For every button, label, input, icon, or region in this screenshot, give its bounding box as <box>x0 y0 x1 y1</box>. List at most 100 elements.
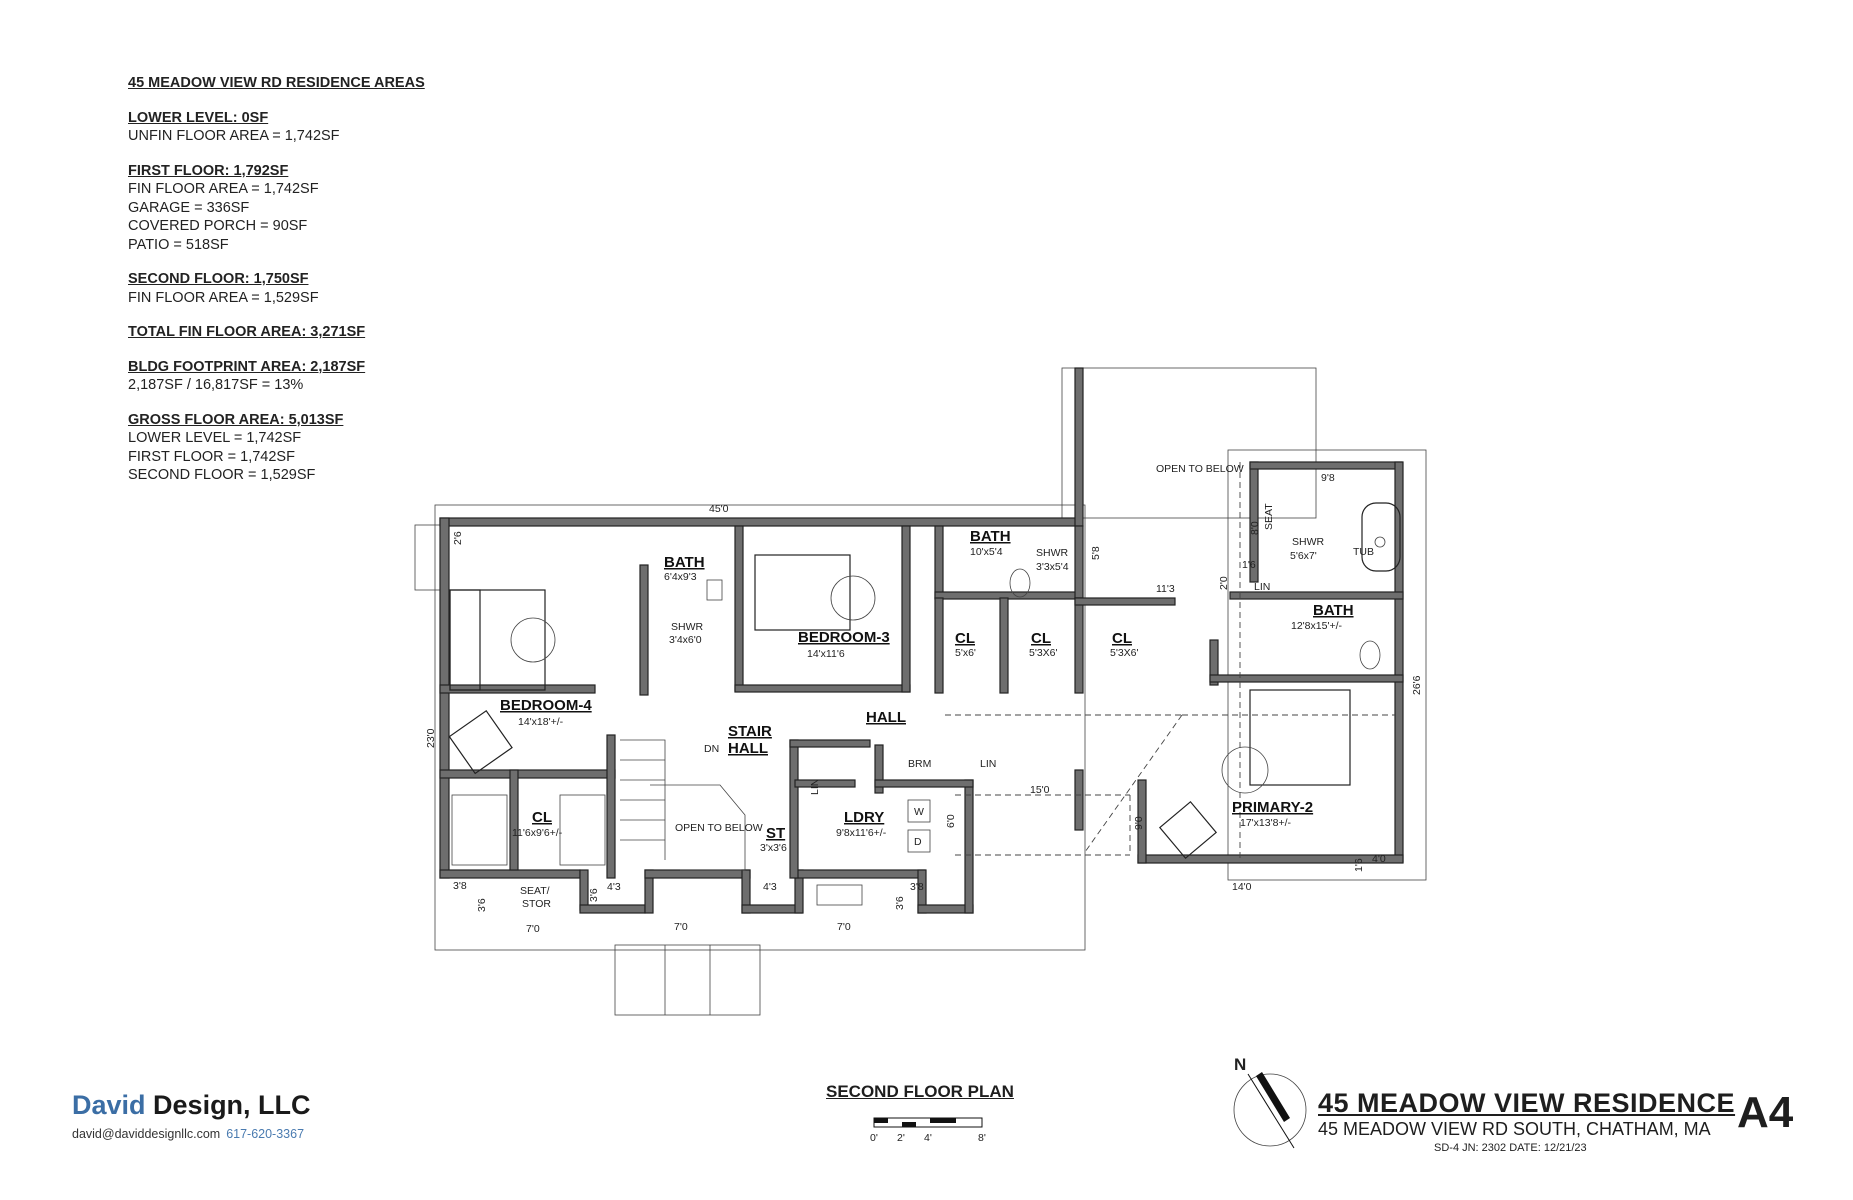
first-floor-line: FIN FLOOR AREA = 1,742SF <box>128 181 319 197</box>
scale-label-8: 8' <box>978 1132 986 1144</box>
room-size-closet-2: 5'3X6' <box>1029 647 1058 659</box>
gross-area-line: SECOND FLOOR = 1,529SF <box>128 467 316 483</box>
roof-outline <box>414 367 1427 1016</box>
lower-level-heading: LOWER LEVEL: 0SF <box>128 109 269 126</box>
room-size-primary-2: 17'x13'8+/- <box>1240 817 1292 829</box>
dim-3-8b: 3'8 <box>910 881 924 893</box>
company-name-rest: Design, LLC <box>145 1090 311 1120</box>
dim-9-0: 9'0 <box>1133 816 1145 830</box>
project-name: 45 MEADOW VIEW RESIDENCE <box>1318 1088 1736 1118</box>
dimension-labels: 45'0 2'6 23'0 9'8 8'0 5'8 11'3 2'0 1'6 2… <box>425 472 1423 935</box>
room-label-closet-1: CL <box>955 630 975 647</box>
dim-8-0: 8'0 <box>1249 521 1261 535</box>
scale-label-2: 2' <box>897 1132 905 1144</box>
label-seat: SEAT <box>1263 503 1275 530</box>
dim-15: 15'0 <box>1030 784 1050 796</box>
graphic-scale: 0' 2' 4' 8' <box>870 1117 986 1144</box>
room-label-stair: STAIR <box>728 723 772 740</box>
label-tub: TUB <box>1353 546 1374 558</box>
north-label: N <box>1234 1055 1246 1074</box>
label-brm: BRM <box>908 758 931 770</box>
room-size-laundry: 9'8x11'6+/- <box>836 827 887 839</box>
furniture <box>448 502 1401 906</box>
label-dryer: D <box>914 836 922 848</box>
room-size-bedroom-3: 14'x11'6 <box>807 648 845 660</box>
first-floor-heading: FIRST FLOOR: 1,792SF <box>128 162 289 179</box>
room-label-hall-main: HALL <box>866 709 906 726</box>
room-label-st: ST <box>766 825 785 842</box>
second-floor-heading: SECOND FLOOR: 1,750SF <box>128 271 309 287</box>
room-size-closet-1: 5'x6' <box>955 647 976 659</box>
label-linen-ldry: LIN <box>809 779 821 795</box>
label-open-to-below-stair: OPEN TO BELOW <box>675 822 763 834</box>
dim-9-8: 9'8 <box>1321 472 1335 484</box>
dim-6-0: 6'0 <box>945 814 957 828</box>
room-label-closet-big: CL <box>532 809 552 826</box>
label-linen-hall: LIN <box>980 758 996 770</box>
footprint-line: 2,187SF / 16,817SF = 13% <box>128 377 304 393</box>
dim-4-0: 4'0 <box>1372 853 1386 865</box>
label-seat-stor-1: SEAT/ <box>520 885 550 897</box>
sheet-number: A4 <box>1737 1088 1794 1137</box>
room-label-bath-right: BATH <box>1313 602 1354 619</box>
north-arrow-icon: N <box>1233 1055 1307 1149</box>
dashed-lines <box>945 462 1395 858</box>
first-floor-line: PATIO = 518SF <box>128 236 229 253</box>
areas-title: 45 MEADOW VIEW RD RESIDENCE AREAS <box>128 75 425 91</box>
footprint-heading: BLDG FOOTPRINT AREA: 2,187SF <box>128 358 366 375</box>
total-area-heading: TOTAL FIN FLOOR AREA: 3,271SF <box>128 324 366 340</box>
room-label-closet-2: CL <box>1031 630 1051 647</box>
gross-area-line: FIRST FLOOR = 1,742SF <box>128 448 295 465</box>
room-label-bedroom-3: BEDROOM-3 <box>798 629 890 646</box>
room-label-primary-2: PRIMARY-2 <box>1232 799 1313 816</box>
area-schedule: 45 MEADOW VIEW RD RESIDENCE AREAS LOWER … <box>128 74 425 485</box>
room-label-bath-mid: BATH <box>970 528 1011 545</box>
dim-2-0: 2'0 <box>1218 576 1230 590</box>
first-floor-line: COVERED PORCH = 90SF <box>128 218 308 234</box>
gross-area-line: LOWER LEVEL = 1,742SF <box>128 430 302 446</box>
scale-label-0: 0' <box>870 1132 878 1144</box>
dim-7-0b: 7'0 <box>674 921 688 933</box>
project-meta: SD-4 JN: 2302 DATE: 12/21/23 <box>1434 1142 1587 1154</box>
plan-title: SECOND FLOOR PLAN <box>826 1082 1014 1101</box>
label-seat-stor-2: STOR <box>522 898 551 910</box>
scale-label-4: 4' <box>924 1132 932 1144</box>
room-label-shwr-mid: SHWR <box>1036 547 1068 559</box>
dim-4-3a: 4'3 <box>607 881 621 893</box>
dim-3-6c: 3'6 <box>894 896 906 910</box>
room-label-bedroom-4: BEDROOM-4 <box>500 697 592 714</box>
brand-block: David Design, LLC david@daviddesignllc.c… <box>72 1090 311 1141</box>
room-size-st: 3'x3'6 <box>760 842 787 854</box>
room-size-bath-right: 12'8x15'+/- <box>1291 620 1343 632</box>
room-label-shwr-left: SHWR <box>671 621 703 633</box>
dim-5-8: 5'8 <box>1090 546 1102 560</box>
label-dn: DN <box>704 743 719 755</box>
room-label-closet-3: CL <box>1112 630 1132 647</box>
room-size-closet-big: 11'6x9'6+/- <box>512 827 563 839</box>
dim-3-6b: 3'6 <box>588 888 600 902</box>
dim-4-3b: 4'3 <box>763 881 777 893</box>
dim-11-3: 11'3 <box>1156 583 1175 595</box>
room-label-shwr-right: SHWR <box>1292 536 1324 548</box>
dim-23: 23'0 <box>425 728 437 748</box>
room-label-hall: HALL <box>728 740 768 757</box>
dim-7-0a: 7'0 <box>526 923 540 935</box>
dim-1-6: 1'6 <box>1242 559 1256 571</box>
label-linen-right: LIN <box>1254 581 1270 593</box>
dim-3-8a: 3'8 <box>453 880 467 892</box>
dim-14: 14'0 <box>1232 881 1252 893</box>
company-name-first: David <box>72 1090 146 1120</box>
company-name: David Design, LLC <box>72 1090 311 1121</box>
gross-area-heading: GROSS FLOOR AREA: 5,013SF <box>128 411 344 428</box>
label-open-to-below-top: OPEN TO BELOW <box>1156 463 1244 475</box>
dim-1-6b: 1'6 <box>1353 858 1365 872</box>
dim-7-0c: 7'0 <box>837 921 851 933</box>
room-labels: BATH 6'4x9'3 SHWR 3'4x6'0 BEDROOM-3 14'x… <box>500 463 1374 910</box>
label-washer: W <box>914 806 924 818</box>
room-size-bedroom-4: 14'x18'+/- <box>518 716 564 728</box>
dim-26-6: 26'6 <box>1411 675 1423 695</box>
exterior-walls <box>439 367 1404 914</box>
dim-45: 45'0 <box>709 503 729 515</box>
